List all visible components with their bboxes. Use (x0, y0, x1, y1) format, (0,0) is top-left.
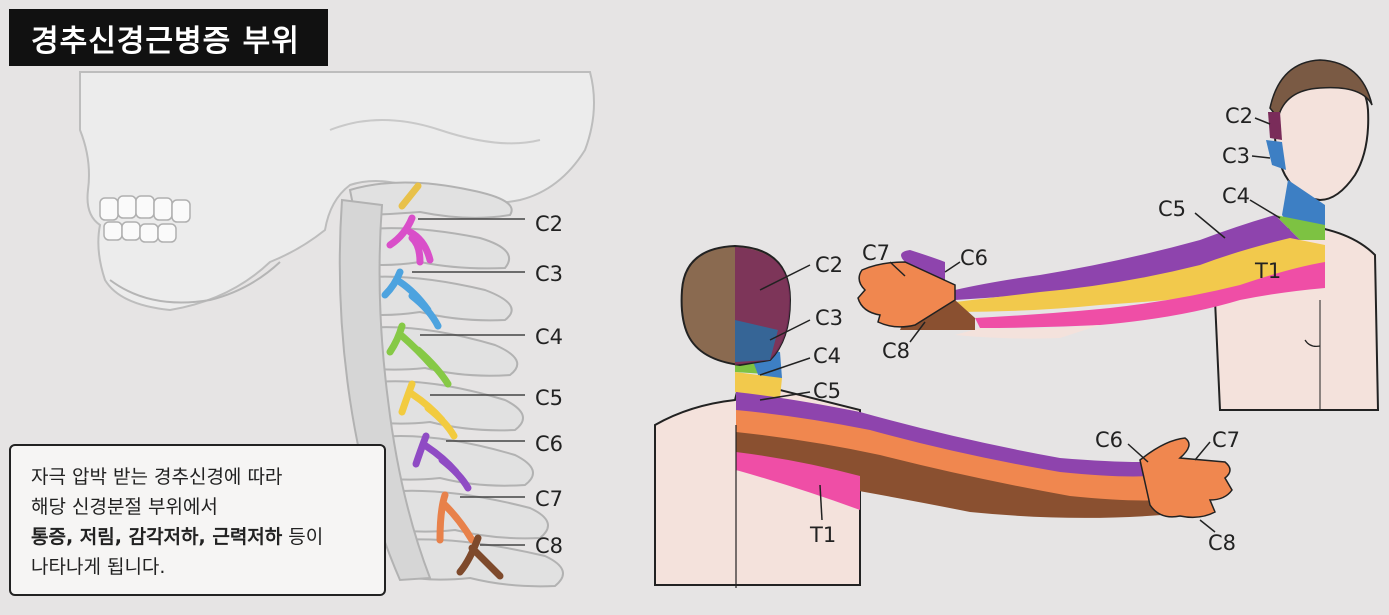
note-line-4: 나타나게 됩니다. (31, 556, 166, 578)
spine-label-c2: C2 (535, 212, 563, 236)
back-label-c6: C6 (1095, 428, 1123, 452)
front-label-c7: C7 (862, 241, 890, 265)
note-line-2: 해당 신경분절 부위에서 (31, 496, 218, 518)
spine-label-c3: C3 (535, 262, 563, 286)
back-label-c7: C7 (1212, 428, 1240, 452)
front-figure (857, 59, 1380, 411)
back-leader-lines (759, 264, 1216, 533)
back-label-c2: C2 (815, 253, 843, 277)
note-line-1: 자극 압박 받는 경추신경에 따라 (31, 466, 283, 488)
back-label-c3: C3 (815, 306, 843, 330)
back-figure (654, 244, 1233, 588)
back-labels: C2 C3 C4 C5 C6 C7 C8 T1 (809, 253, 1240, 555)
front-label-c6: C6 (960, 246, 988, 270)
spine-label-c8: C8 (535, 534, 563, 558)
front-labels: C2 C3 C4 C5 C6 C7 C8 T1 (862, 104, 1281, 363)
spine-labels: C2 C3 C4 C5 C6 C7 C8 (535, 212, 563, 558)
back-label-c4: C4 (813, 344, 841, 368)
front-leader-lines (889, 117, 1281, 343)
spine-label-c5: C5 (535, 386, 563, 410)
spine-leader-lines (412, 218, 525, 546)
front-label-c4: C4 (1222, 184, 1250, 208)
nerve-roots (381, 182, 504, 580)
cervical-spine (338, 181, 564, 588)
note-box: 자극 압박 받는 경추신경에 따라 해당 신경분절 부위에서 통증, 저림, 감… (9, 444, 386, 596)
note-line-3: 통증, 저림, 감각저하, 근력저하 등이 (31, 522, 370, 552)
front-label-c2: C2 (1225, 104, 1253, 128)
spine-label-c6: C6 (535, 432, 563, 456)
back-label-t1: T1 (809, 523, 836, 547)
front-label-c8: C8 (882, 339, 910, 363)
page-title: 경추신경근병증 부위 (31, 23, 300, 59)
title-box: 경추신경근병증 부위 (9, 9, 328, 66)
back-label-c8: C8 (1208, 531, 1236, 555)
note-line-3-rest: 등이 (282, 526, 324, 548)
front-label-c5: C5 (1158, 197, 1186, 221)
back-label-c5: C5 (813, 379, 841, 403)
front-label-c3: C3 (1222, 144, 1250, 168)
front-label-t1: T1 (1254, 259, 1281, 283)
spine-label-c7: C7 (535, 487, 563, 511)
skull (79, 71, 595, 312)
note-symptoms: 통증, 저림, 감각저하, 근력저하 (31, 526, 283, 548)
spine-label-c4: C4 (535, 325, 563, 349)
